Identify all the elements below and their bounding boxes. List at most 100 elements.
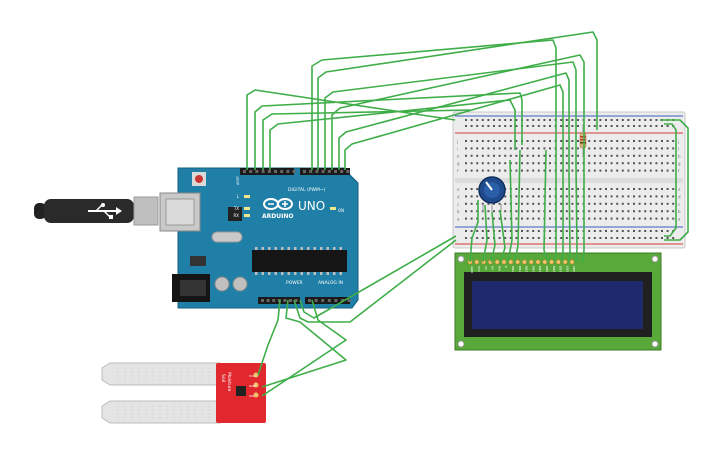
breadboard-hole[interactable]: [644, 154, 647, 157]
digital-header-right[interactable]: [300, 168, 350, 175]
header-hole[interactable]: [346, 170, 350, 173]
breadboard-hole[interactable]: [661, 162, 663, 165]
breadboard-hole[interactable]: [565, 210, 568, 213]
breadboard-hole[interactable]: [470, 195, 473, 198]
breadboard-hole[interactable]: [599, 237, 602, 239]
breadboard-hole[interactable]: [633, 119, 635, 121]
breadboard-hole[interactable]: [481, 162, 484, 165]
breadboard-hole[interactable]: [588, 125, 591, 127]
breadboard-hole[interactable]: [599, 188, 602, 190]
breadboard-hole[interactable]: [649, 154, 652, 157]
breadboard-hole[interactable]: [560, 119, 563, 121]
breadboard-hole[interactable]: [593, 237, 596, 239]
breadboard-hole[interactable]: [465, 188, 467, 190]
breadboard-hole[interactable]: [532, 210, 535, 213]
breadboard-hole[interactable]: [638, 147, 641, 150]
breadboard-hole[interactable]: [610, 188, 613, 190]
breadboard-hole[interactable]: [504, 125, 507, 127]
breadboard-hole[interactable]: [571, 237, 574, 239]
breadboard-hole[interactable]: [470, 162, 473, 165]
breadboard-hole[interactable]: [610, 237, 613, 239]
breadboard-hole[interactable]: [621, 210, 624, 213]
breadboard-hole[interactable]: [498, 154, 501, 157]
header-hole[interactable]: [274, 170, 277, 173]
breadboard-hole[interactable]: [593, 195, 596, 198]
breadboard-hole[interactable]: [560, 237, 563, 239]
breadboard-hole[interactable]: [672, 202, 675, 205]
breadboard-hole[interactable]: [649, 119, 652, 121]
breadboard-hole[interactable]: [549, 210, 551, 213]
breadboard-hole[interactable]: [565, 195, 568, 198]
breadboard-hole[interactable]: [672, 217, 675, 220]
breadboard-hole[interactable]: [672, 237, 675, 239]
breadboard-hole[interactable]: [672, 210, 675, 213]
breadboard-hole[interactable]: [593, 230, 596, 232]
wire[interactable]: [317, 31, 598, 170]
breadboard-hole[interactable]: [577, 188, 579, 190]
wire[interactable]: [514, 149, 521, 263]
breadboard-hole[interactable]: [644, 202, 647, 205]
breadboard-hole[interactable]: [599, 154, 602, 157]
breadboard-hole[interactable]: [532, 162, 535, 165]
breadboard-hole[interactable]: [633, 237, 635, 239]
breadboard-hole[interactable]: [493, 125, 495, 127]
breadboard-hole[interactable]: [599, 125, 602, 127]
breadboard-hole[interactable]: [571, 195, 574, 198]
breadboard-hole[interactable]: [498, 237, 501, 239]
breadboard-hole[interactable]: [666, 125, 669, 127]
breadboard-hole[interactable]: [498, 125, 501, 127]
breadboard-hole[interactable]: [481, 147, 484, 150]
breadboard-hole[interactable]: [649, 230, 652, 232]
breadboard-hole[interactable]: [672, 169, 675, 172]
breadboard-hole[interactable]: [672, 188, 675, 190]
wire-5v-rail[interactable]: [293, 239, 457, 323]
breadboard-hole[interactable]: [515, 217, 518, 220]
breadboard-hole[interactable]: [537, 147, 540, 150]
header-hole[interactable]: [308, 299, 311, 302]
breadboard-hole[interactable]: [627, 140, 630, 142]
breadboard-hole[interactable]: [487, 125, 490, 127]
breadboard-hole[interactable]: [481, 125, 484, 127]
breadboard-hole[interactable]: [487, 154, 490, 157]
breadboard-hole[interactable]: [526, 125, 529, 127]
breadboard-hole[interactable]: [627, 188, 630, 190]
breadboard-hole[interactable]: [638, 140, 641, 142]
breadboard-hole[interactable]: [509, 125, 512, 127]
breadboard-hole[interactable]: [504, 147, 507, 150]
breadboard-hole[interactable]: [515, 119, 518, 121]
breadboard-hole[interactable]: [633, 230, 635, 232]
lcd-pin[interactable]: [521, 259, 527, 265]
breadboard-hole[interactable]: [537, 169, 540, 172]
breadboard-hole[interactable]: [588, 162, 591, 165]
breadboard-hole[interactable]: [661, 154, 663, 157]
breadboard-hole[interactable]: [621, 188, 624, 190]
breadboard-hole[interactable]: [526, 119, 529, 121]
breadboard-hole[interactable]: [655, 217, 658, 220]
breadboard-hole[interactable]: [661, 125, 663, 127]
wire-sensor-vcc[interactable]: [257, 299, 281, 376]
breadboard-hole[interactable]: [610, 230, 613, 232]
breadboard-hole[interactable]: [537, 140, 540, 142]
breadboard-hole[interactable]: [605, 237, 607, 239]
usb-cable[interactable]: [34, 196, 159, 226]
breadboard-hole[interactable]: [638, 195, 641, 198]
breadboard-hole[interactable]: [588, 169, 591, 172]
digital-header-left[interactable]: [240, 168, 294, 175]
arduino-uno[interactable]: L TX RX ON ARDUINO UNO DIGITAL (PWM~) PO…: [159, 167, 359, 309]
breadboard-hole[interactable]: [532, 237, 535, 239]
breadboard-hole[interactable]: [526, 154, 529, 157]
breadboard-hole[interactable]: [526, 188, 529, 190]
breadboard-hole[interactable]: [560, 147, 563, 150]
breadboard-hole[interactable]: [493, 154, 495, 157]
breadboard-hole[interactable]: [487, 210, 490, 213]
breadboard-hole[interactable]: [532, 147, 535, 150]
breadboard-hole[interactable]: [627, 210, 630, 213]
breadboard-hole[interactable]: [493, 162, 495, 165]
breadboard-hole[interactable]: [537, 202, 540, 205]
breadboard-hole[interactable]: [593, 119, 596, 121]
breadboard-hole[interactable]: [549, 237, 551, 239]
lcd-pin[interactable]: [549, 259, 555, 265]
breadboard-hole[interactable]: [633, 195, 635, 198]
breadboard-hole[interactable]: [627, 162, 630, 165]
